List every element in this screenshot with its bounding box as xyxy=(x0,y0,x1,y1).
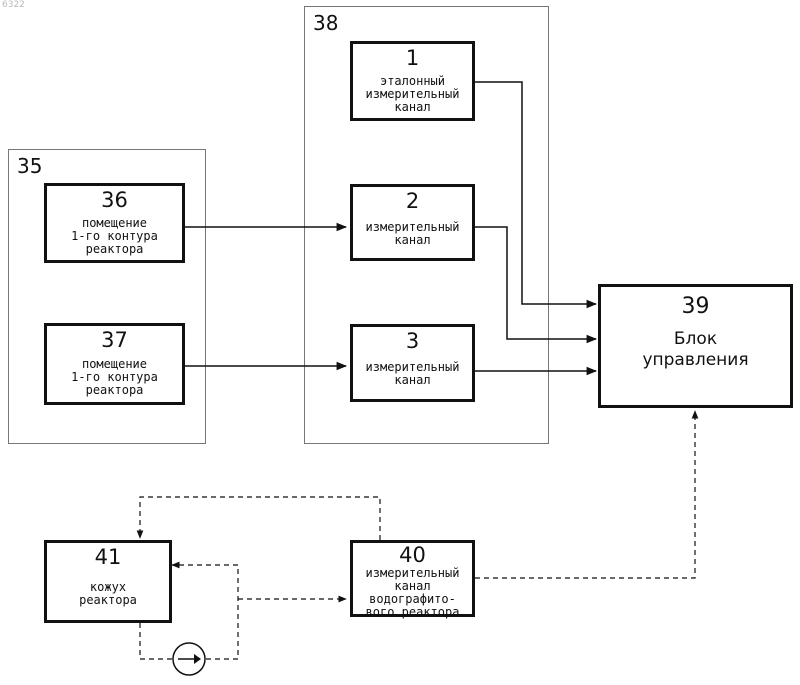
block-36-reactor-room: 36 помещение 1-го контура реактора xyxy=(44,183,185,263)
block-39-control-unit: 39 Блок управления xyxy=(598,284,793,408)
arrow-1-to-39 xyxy=(475,82,596,304)
block-3-label: измерительный канал xyxy=(366,361,460,387)
block-1-number: 1 xyxy=(406,46,419,70)
block-1-label: эталонный измерительный канал xyxy=(366,75,460,114)
block-41-reactor-casing: 41 кожух реактора xyxy=(44,540,172,623)
dashed-loop-bottom-left xyxy=(140,623,172,659)
block-37-label: помещение 1-го контура реактора xyxy=(71,358,158,397)
block-39-label: Блок управления xyxy=(642,329,748,371)
block-37-number: 37 xyxy=(101,328,128,352)
arrow-2-to-39 xyxy=(475,227,596,339)
block-3-number: 3 xyxy=(406,329,419,353)
block-41-label: кожух реактора xyxy=(79,581,137,607)
block-40-graphite-reactor-channel: 40 измерительный канал водографито- вого… xyxy=(350,540,475,617)
block-36-number: 36 xyxy=(101,188,128,212)
block-2-measuring-channel: 2 измерительный канал xyxy=(350,184,475,261)
block-40-number: 40 xyxy=(399,543,426,567)
block-36-label: помещение 1-го контура реактора xyxy=(71,217,158,256)
block-1-reference-channel: 1 эталонный измерительный канал xyxy=(350,41,475,121)
block-41-number: 41 xyxy=(95,545,122,569)
block-3-measuring-channel: 3 измерительный канал xyxy=(350,324,475,402)
block-40-label: измерительный канал водографито- вого ре… xyxy=(366,567,460,619)
dashed-arrow-40-to-41 xyxy=(140,497,380,540)
block-2-label: измерительный канал xyxy=(366,221,460,247)
block-39-number: 39 xyxy=(682,295,710,319)
dashed-arrow-40-to-39 xyxy=(475,411,695,578)
block-37-reactor-room: 37 помещение 1-го контура реактора xyxy=(44,323,185,405)
block-2-number: 2 xyxy=(406,189,419,213)
